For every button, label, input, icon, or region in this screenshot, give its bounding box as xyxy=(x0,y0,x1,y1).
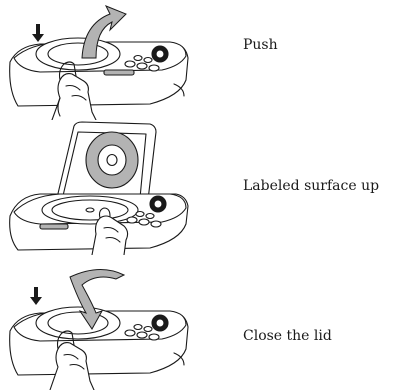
instruction-step-push: Push xyxy=(0,0,399,120)
step-caption: Close the lid xyxy=(243,328,332,344)
illustration-insert-disc xyxy=(0,120,200,255)
instruction-step-insert-disc: Labeled surface up xyxy=(0,120,399,255)
step-caption: Labeled surface up xyxy=(243,178,379,194)
illustration-push-lid-button xyxy=(0,0,200,120)
illustration-close-lid xyxy=(0,255,200,390)
instruction-step-close-lid: Close the lid xyxy=(0,255,399,390)
step-caption: Push xyxy=(243,37,278,53)
